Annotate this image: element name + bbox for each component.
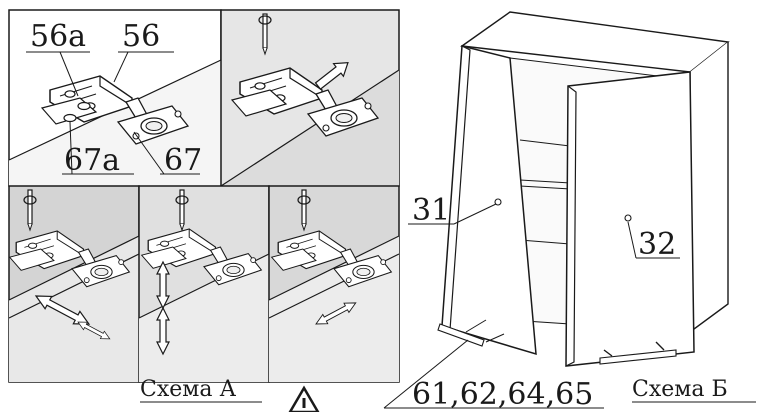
label-part-31: 31	[412, 193, 450, 228]
panel-hinge-slide	[220, 9, 400, 187]
panel-adjust-height	[138, 185, 270, 383]
warning-triangle-icon	[288, 385, 320, 412]
panel-adjust-depth	[8, 185, 140, 383]
panel-adjust-side	[268, 185, 400, 383]
panel-hinge-parts: 56a 56 67a 67	[8, 9, 222, 187]
label-part-32: 32	[638, 227, 676, 262]
label-part-67a: 67a	[64, 143, 120, 178]
caption-scheme-b: Схема Б	[632, 377, 728, 402]
caption-scheme-a: Схема А	[140, 377, 236, 402]
label-part-67: 67	[164, 143, 202, 178]
label-parts-bottom: 61,62,64,65	[412, 377, 593, 412]
label-part-56a: 56a	[30, 19, 86, 54]
cabinet-drawing: 31 32 61,62,64,65	[383, 11, 730, 412]
label-part-56: 56	[122, 19, 160, 54]
